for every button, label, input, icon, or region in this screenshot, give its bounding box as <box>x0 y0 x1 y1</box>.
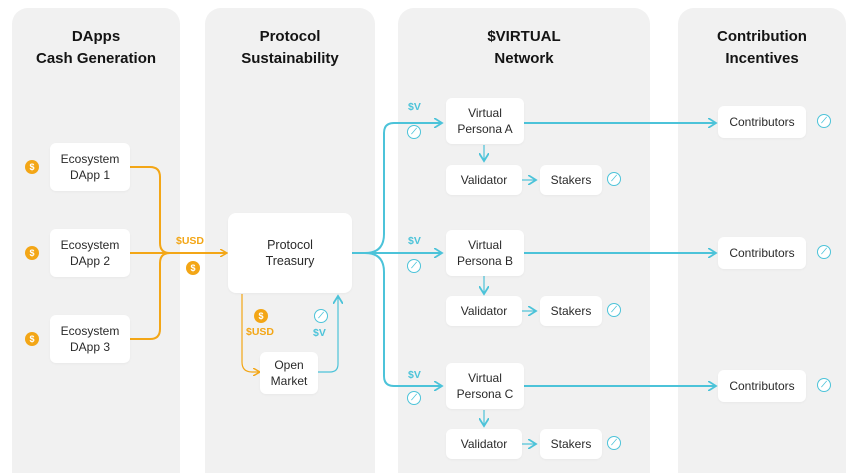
virtual-token-icon: ⟋ <box>817 378 831 392</box>
validator-box-a: Validator <box>446 165 522 195</box>
dollar-coin-icon: $ <box>186 261 200 275</box>
v-branch-label-b: $V <box>408 235 421 247</box>
column-title-incentives: Contribution Incentives <box>717 28 807 67</box>
stakers-box-a: Stakers <box>540 165 602 195</box>
validator-flows <box>484 145 536 444</box>
column-title-dapps: DApps Cash Generation <box>35 28 157 67</box>
dollar-coin-icon: $ <box>254 309 268 323</box>
usd-flow-label: $USD <box>176 235 205 247</box>
v-branch-label-c: $V <box>408 369 421 381</box>
validator-box-c: Validator <box>446 429 522 459</box>
virtual-token-icon: ⟋ <box>407 259 421 273</box>
treasury-to-market-flow <box>241 294 259 372</box>
dapp-box-3: Ecosystem DApp 3 <box>50 315 130 363</box>
open-market-box: Open Market <box>260 352 318 394</box>
v-branch-label-a: $V <box>408 101 421 113</box>
column-title-protocol: Protocol Sustainability <box>241 28 339 67</box>
virtual-token-icon: ⟋ <box>607 436 621 450</box>
column-title-network: $VIRTUAL Network <box>487 28 561 67</box>
stakers-box-c: Stakers <box>540 429 602 459</box>
virtual-persona-c: Virtual Persona C <box>446 363 524 409</box>
contributors-box-a: Contributors <box>718 106 806 138</box>
usd-flow <box>130 166 226 340</box>
dollar-coin-icon: $ <box>25 246 39 260</box>
dapp-box-2: Ecosystem DApp 2 <box>50 229 130 277</box>
virtual-persona-a: Virtual Persona A <box>446 98 524 144</box>
virtual-token-icon: ⟋ <box>407 391 421 405</box>
validator-box-b: Validator <box>446 296 522 326</box>
v-market-label: $V <box>313 327 326 339</box>
protocol-treasury-box: Protocol Treasury <box>228 213 352 293</box>
contributors-box-b: Contributors <box>718 237 806 269</box>
v-flow <box>352 123 716 386</box>
column-network: $VIRTUAL Network <box>398 8 650 473</box>
virtual-token-icon: ⟋ <box>607 303 621 317</box>
virtual-persona-b: Virtual Persona B <box>446 230 524 276</box>
virtual-token-icon: ⟋ <box>817 114 831 128</box>
market-to-treasury-flow <box>318 296 338 373</box>
dollar-coin-icon: $ <box>25 332 39 346</box>
stakers-box-b: Stakers <box>540 296 602 326</box>
virtual-token-icon: ⟋ <box>407 125 421 139</box>
virtual-token-icon: ⟋ <box>607 172 621 186</box>
dapp-box-1: Ecosystem DApp 1 <box>50 143 130 191</box>
contributors-box-c: Contributors <box>718 370 806 402</box>
dollar-coin-icon: $ <box>25 160 39 174</box>
usd-market-label: $USD <box>246 326 275 338</box>
virtual-token-icon: ⟋ <box>314 309 328 323</box>
virtual-token-icon: ⟋ <box>817 245 831 259</box>
